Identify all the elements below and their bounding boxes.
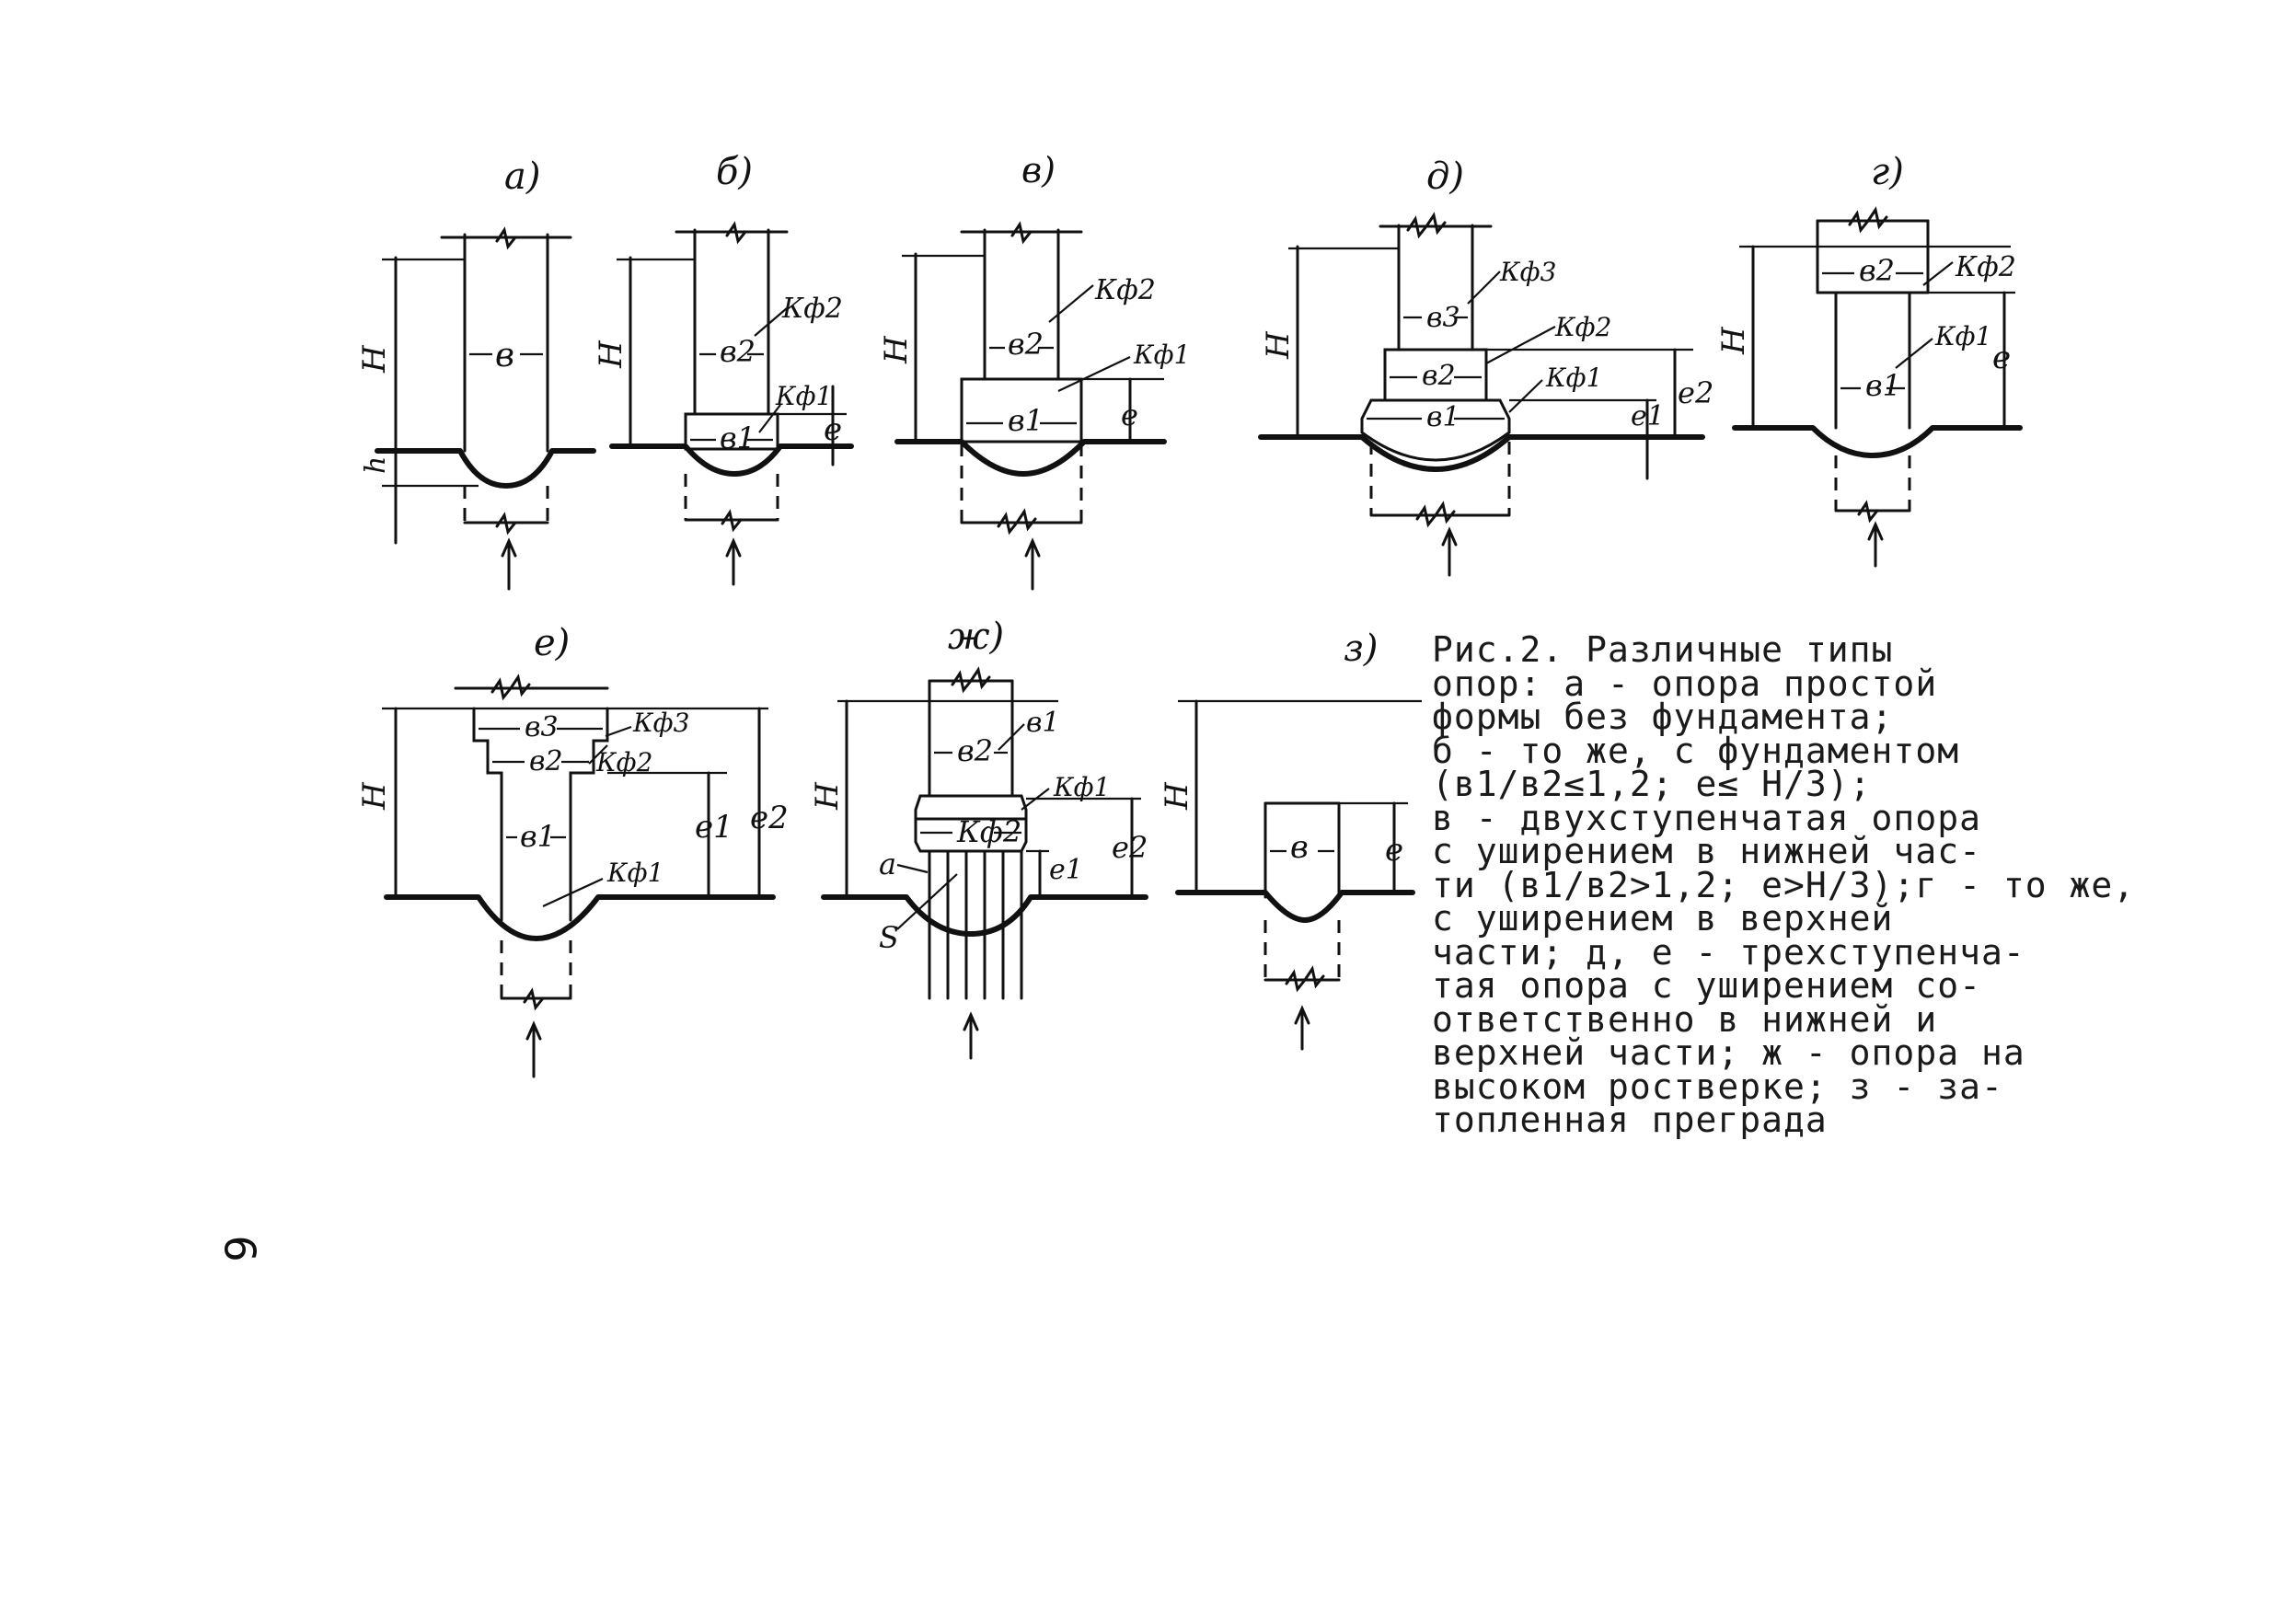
panel-e-e2: e2 xyxy=(750,800,789,836)
panel-v-Kf2: Кф2 xyxy=(1094,274,1156,306)
panel-z-e: e xyxy=(1385,832,1403,869)
panel-a-h: h xyxy=(360,456,392,474)
panel-z: з) H в e xyxy=(1159,628,1422,1051)
panel-d-H: H xyxy=(1260,330,1297,360)
caption-line: ти (в1/в2>1,2; e>H/3);г - то же, xyxy=(1432,864,2136,905)
panel-e-b2: в2 xyxy=(529,745,563,777)
panel-d-b3: в3 xyxy=(1426,302,1460,334)
panel-g: г) в2 Кф2 H в1 Кф1 e xyxy=(1715,151,2023,568)
panel-v-b2: в2 xyxy=(1008,327,1044,362)
caption-line: с уширением в верхней xyxy=(1432,898,1894,939)
panel-b-letter: б) xyxy=(716,151,753,193)
caption-line: в - двухступенчатая опора xyxy=(1432,797,1981,838)
panel-g-b1: в1 xyxy=(1865,368,1901,403)
panel-v-Kf1: Кф1 xyxy=(1133,340,1190,370)
panel-e-e1: e1 xyxy=(695,809,733,846)
panel-z-letter: з) xyxy=(1344,628,1378,670)
panel-e-Kf3: Кф3 xyxy=(632,708,689,738)
panel-e: е) H в3 в2 Кф3 Кф2 в1 Кф1 e1 e2 xyxy=(356,622,789,1078)
page-number: 6 xyxy=(214,1235,265,1262)
panel-v-letter: в) xyxy=(1021,150,1056,190)
panel-b-e: e xyxy=(824,411,842,448)
caption-line: опор: а - опора простой xyxy=(1432,662,1938,704)
panel-v-H: H xyxy=(878,335,915,364)
panel-d-Kf1: Кф1 xyxy=(1545,363,1602,393)
panel-a-letter: а) xyxy=(504,155,540,198)
panel-zh-Kf1: Кф1 xyxy=(1053,772,1110,802)
panel-d-b1: в1 xyxy=(1426,401,1460,433)
figure-caption: Рис.2. Различные типы опор: а - опора пр… xyxy=(1432,629,2136,1140)
panel-zh-letter: ж) xyxy=(948,616,1004,658)
panel-g-H: H xyxy=(1715,326,1752,355)
panel-d-Kf2: Кф2 xyxy=(1554,312,1611,342)
panel-e-Kf1: Кф1 xyxy=(606,858,663,888)
panel-z-b: в xyxy=(1290,829,1309,866)
caption-line: верхней части; ж - опора на xyxy=(1432,1032,2025,1073)
panel-d: д) H в3 Кф3 в2 Кф2 в1 Кф1 e2 e1 xyxy=(1258,155,1713,577)
caption-line: формы без фундамента; xyxy=(1432,697,1894,737)
panel-v-e: e xyxy=(1121,397,1138,432)
caption-line: высоком ростверке; з - за- xyxy=(1432,1065,2003,1107)
caption-line: топленная преграда xyxy=(1432,1100,1828,1140)
panel-zh: ж) H в2 в1 Кф2 Кф1 e2 e1 a S xyxy=(809,616,1148,1060)
panel-a-b: в xyxy=(495,337,514,374)
panel-b-b1: в1 xyxy=(720,420,756,455)
panel-b: б) H в2 Кф2 в1 Кф1 e xyxy=(593,151,854,586)
panel-g-letter: г) xyxy=(1871,151,1904,193)
caption-line: тая опора с уширением со- xyxy=(1432,965,1981,1006)
caption-line: части; д, е - трехступенча- xyxy=(1432,931,2025,973)
panel-b-H: H xyxy=(593,340,629,369)
caption-line: Рис.2. Различные типы xyxy=(1432,629,1894,670)
panel-a-H: H xyxy=(356,344,393,374)
panel-zh-a: a xyxy=(879,847,896,881)
panel-g-e: e xyxy=(1992,340,2011,376)
panel-d-e2: e2 xyxy=(1678,375,1713,410)
panel-z-H: H xyxy=(1159,781,1195,811)
panel-zh-S: S xyxy=(879,920,899,955)
panel-b-Kf1: Кф1 xyxy=(775,381,832,411)
panel-g-Kf2: Кф2 xyxy=(1955,251,2016,283)
panel-d-letter: д) xyxy=(1426,155,1464,198)
panel-b-Kf2: Кф2 xyxy=(781,293,843,325)
panel-zh-b2: в2 xyxy=(957,733,993,768)
panel-g-Kf1: Кф1 xyxy=(1934,321,1991,351)
panel-d-b2: в2 xyxy=(1422,360,1456,392)
panel-d-e1: e1 xyxy=(1631,400,1665,432)
panel-zh-Kf2: в1 xyxy=(1026,707,1060,739)
caption-line: с уширением в нижней час- xyxy=(1432,831,1981,871)
panel-zh-e2: e2 xyxy=(1112,830,1148,865)
panel-d-Kf3: Кф3 xyxy=(1499,257,1556,287)
panel-e-b3: в3 xyxy=(525,711,559,743)
caption-line: б - то же, с фундаментом xyxy=(1432,730,1960,771)
panel-a: а) H h в xyxy=(356,155,596,591)
panel-zh-H: H xyxy=(809,781,846,811)
panel-b-b2: в2 xyxy=(720,334,756,369)
panel-zh-e1: e1 xyxy=(1049,854,1083,886)
panel-v-b1: в1 xyxy=(1008,403,1044,438)
caption-line: (в1/в2≤1,2; e≤ H/3); xyxy=(1432,764,1872,804)
panel-v: в) H в2 Кф2 в1 Кф1 e xyxy=(878,150,1190,591)
panel-e-H: H xyxy=(356,781,393,811)
panel-g-b2: в2 xyxy=(1859,253,1895,288)
panel-e-b1: в1 xyxy=(520,819,556,854)
caption-line: ответственно в нижней и xyxy=(1432,998,1938,1040)
panel-e-letter: е) xyxy=(534,622,570,664)
